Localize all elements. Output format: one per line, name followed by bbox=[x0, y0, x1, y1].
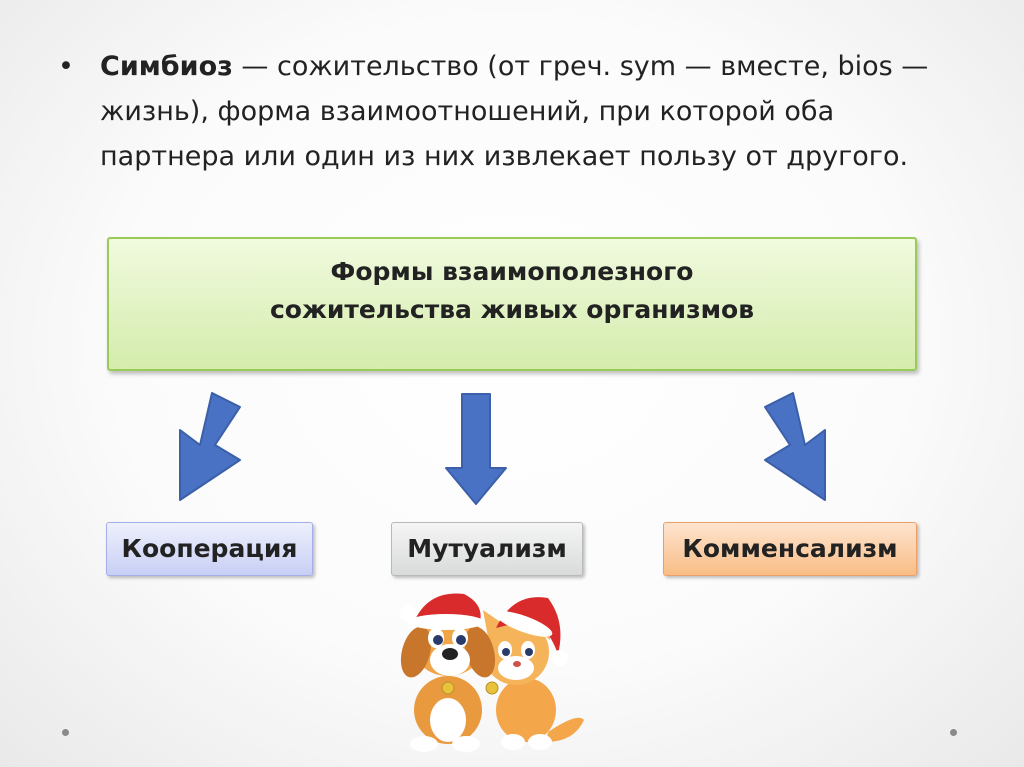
nav-dot-right bbox=[950, 729, 957, 736]
definition-term: Симбиоз bbox=[100, 51, 233, 82]
bullet-icon: • bbox=[58, 51, 74, 82]
category-mutualism: Мутуализм bbox=[391, 522, 583, 576]
category-cooperation: Кооперация bbox=[106, 522, 313, 576]
forms-box: Формы взаимополезного сожительства живых… bbox=[107, 237, 917, 371]
nav-dot-left bbox=[62, 729, 69, 736]
arrow-right-icon bbox=[764, 392, 826, 501]
definition-body: — сожительство (от греч. sym — вместе, b… bbox=[100, 51, 929, 172]
dog-and-cat-illustration bbox=[400, 593, 584, 752]
arrow-middle-icon bbox=[445, 393, 507, 505]
definition-text: Симбиоз — сожительство (от греч. sym — в… bbox=[100, 44, 960, 179]
category-commensalism: Комменсализм bbox=[663, 522, 917, 576]
arrow-left-icon bbox=[179, 392, 241, 501]
forms-title: Формы взаимополезного сожительства живых… bbox=[269, 257, 755, 324]
